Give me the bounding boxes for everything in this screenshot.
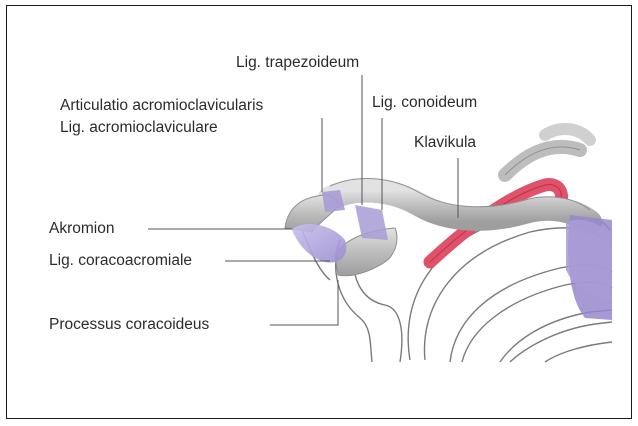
label-lig-conoideum: Lig. conoideum (372, 94, 477, 112)
label-articulatio-acromioclavicularis: Articulatio acromioclavicularis (60, 97, 263, 115)
label-lig-acromioclaviculare: Lig. acromioclaviculare (60, 119, 218, 137)
label-lig-coracoacromiale: Lig. coracoacromiale (49, 252, 192, 270)
upper-ribs (505, 129, 590, 175)
label-processus-coracoideus: Processus coracoideus (49, 316, 209, 334)
label-lig-trapezoideum: Lig. trapezoideum (236, 54, 359, 72)
label-akromion: Akromion (49, 220, 114, 238)
label-klavikula: Klavikula (414, 134, 476, 152)
